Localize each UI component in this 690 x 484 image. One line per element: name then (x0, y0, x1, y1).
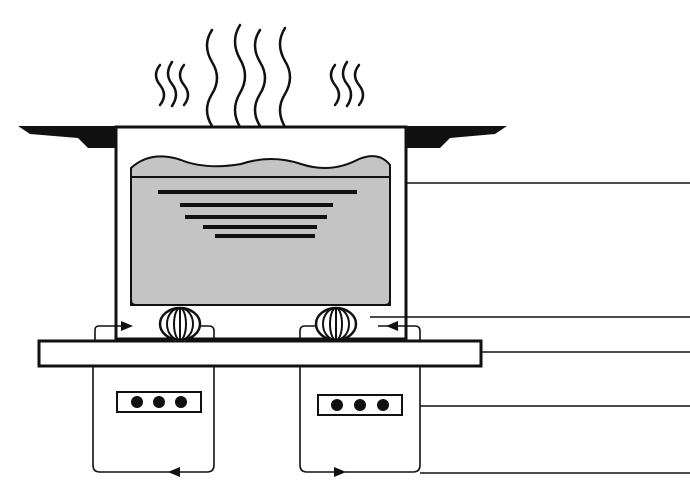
liquid-vessel-outline (130, 176, 391, 306)
indicator-dot (354, 399, 366, 411)
flow-arrow (386, 321, 398, 331)
steam-wave (341, 60, 353, 108)
counter-slab (37, 339, 483, 368)
countertop-left-lip (18, 126, 117, 148)
steam-wave (166, 60, 178, 108)
indicator-dot (175, 396, 187, 408)
indicator-dot (153, 396, 165, 408)
steam-wave (253, 28, 267, 128)
liquid-vessel (130, 155, 391, 306)
liquid-surface (130, 155, 391, 306)
steam-wave (205, 28, 219, 128)
leader-lines (370, 182, 690, 474)
coil-left (158, 306, 202, 342)
steam-wave (154, 63, 166, 107)
steam-wave (178, 63, 190, 107)
flow-arrow (168, 467, 180, 477)
heater-module-right (299, 321, 421, 477)
steam-wave (353, 63, 365, 107)
flow-arrow (334, 467, 346, 477)
indicator-dot (377, 399, 389, 411)
countertop-right-lip (404, 126, 507, 148)
coil-right (314, 306, 358, 342)
flow-arrow (121, 321, 133, 331)
indicator-dot (331, 399, 343, 411)
steam-waves (154, 23, 365, 129)
steam-wave (278, 26, 292, 129)
steam-wave (329, 63, 341, 107)
indicator-dot (131, 396, 143, 408)
heater-module-left (92, 321, 215, 477)
steam-wave (233, 23, 247, 129)
